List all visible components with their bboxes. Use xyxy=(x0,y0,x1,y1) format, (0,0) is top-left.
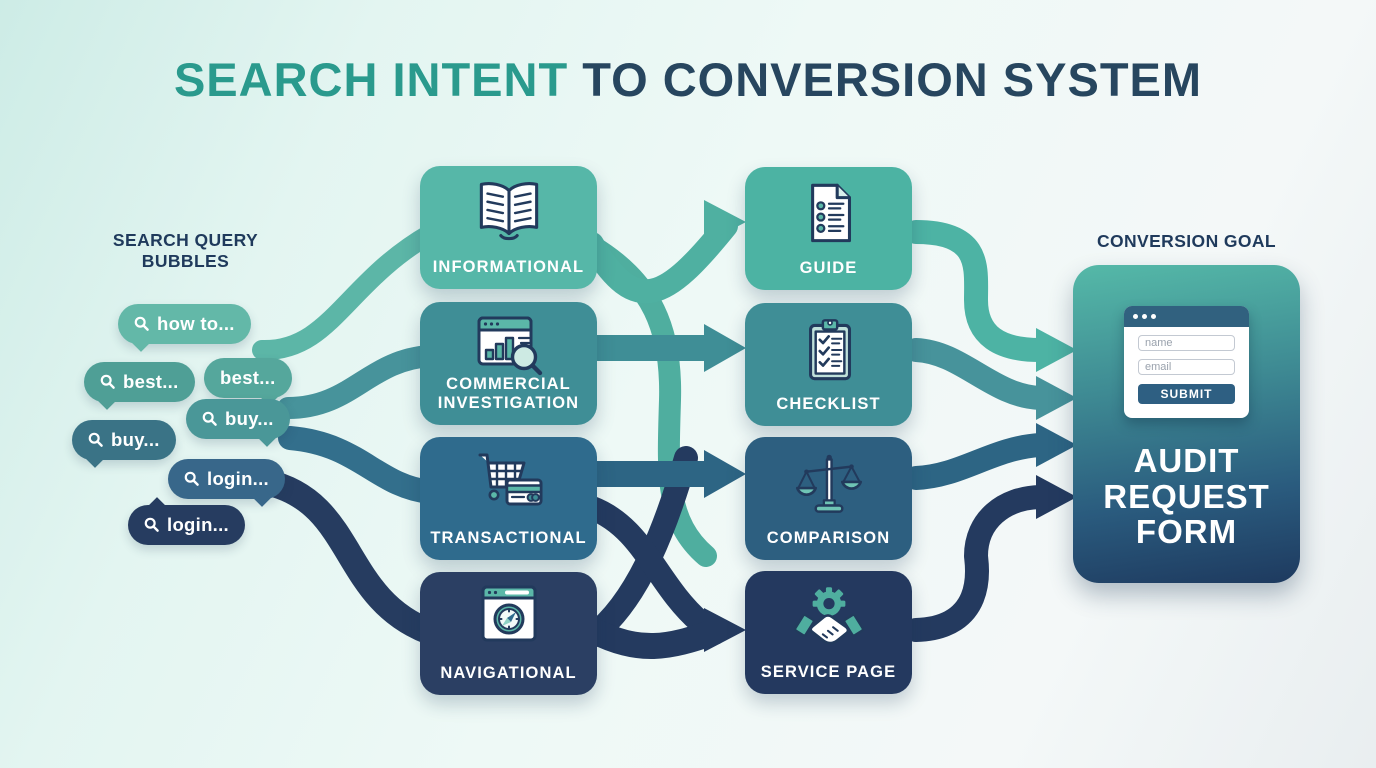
arrowhead-conversion-1 xyxy=(1036,328,1077,372)
flow-navigational-service xyxy=(579,617,727,659)
page-title-accent: SEARCH INTENT xyxy=(173,53,569,106)
search-icon xyxy=(134,316,149,331)
flow-service-conversion xyxy=(904,485,1052,642)
flow-cross-navy-down xyxy=(580,496,712,634)
query-bubble-best-right: best... xyxy=(204,358,292,406)
query-bubble-buy-right: buy... xyxy=(186,399,290,447)
content-label: SERVICE PAGE xyxy=(760,663,897,682)
form-window-mockup: SUBMIT xyxy=(1124,306,1249,418)
chart-magnifier-icon xyxy=(420,312,597,382)
audit-request-form-title: AUDIT REQUEST FORM xyxy=(1103,442,1270,551)
flow-bubbles-commercial xyxy=(277,345,441,419)
open-book-icon xyxy=(420,176,597,248)
query-bubble-login-bottom: login... xyxy=(128,497,246,545)
scales-icon xyxy=(745,447,912,521)
form-window-titlebar xyxy=(1124,306,1249,327)
clipboard-check-icon xyxy=(745,313,912,387)
flow-bubbles-transactional xyxy=(278,426,442,504)
search-query-bubbles-label: SEARCH QUERY BUBBLES xyxy=(112,230,259,271)
bubble-text: best... xyxy=(220,367,276,388)
arrowhead-guide xyxy=(704,200,746,244)
arrowhead-conversion-3 xyxy=(1036,423,1077,467)
window-dot xyxy=(1133,314,1138,319)
window-dot xyxy=(1151,314,1156,319)
flow-guide-conversion xyxy=(904,220,1052,362)
intent-label: COMMERCIAL INVESTIGATION xyxy=(437,375,580,413)
search-icon xyxy=(100,374,115,389)
query-bubble-login-right: login... xyxy=(168,459,286,507)
flow-bubbles-navigational xyxy=(253,469,443,645)
submit-button[interactable]: SUBMIT xyxy=(1138,384,1235,404)
arrowhead-conversion-2 xyxy=(1036,376,1077,420)
bubble-text: login... xyxy=(207,468,270,489)
intent-box-transactional: TRANSACTIONAL xyxy=(420,437,597,560)
content-box-guide: GUIDE xyxy=(745,167,912,290)
search-icon xyxy=(88,432,103,447)
email-field[interactable] xyxy=(1138,359,1235,375)
content-box-checklist: CHECKLIST xyxy=(745,303,912,426)
query-bubble-buy-left: buy... xyxy=(72,420,176,468)
intent-label: NAVIGATIONAL xyxy=(440,664,577,683)
intent-box-navigational: NAVIGATIONAL xyxy=(420,572,597,695)
query-bubble-best-left: best... xyxy=(84,362,195,410)
query-bubble-how-to: how to... xyxy=(118,304,251,352)
compass-browser-icon xyxy=(420,582,597,652)
conversion-goal-card: SUBMIT AUDIT REQUEST FORM xyxy=(1073,265,1300,583)
search-icon xyxy=(144,517,159,532)
arrowhead-conversion-4 xyxy=(1036,475,1077,519)
arrowhead-comparison xyxy=(704,450,746,498)
content-box-comparison: COMPARISON xyxy=(745,437,912,560)
bubble-text: how to... xyxy=(157,313,235,334)
arrowhead-service xyxy=(704,608,746,652)
bubble-text: buy... xyxy=(225,408,274,429)
content-box-service-page: SERVICE PAGE xyxy=(745,571,912,694)
window-dot xyxy=(1142,314,1147,319)
bubble-text: buy... xyxy=(111,429,160,450)
content-label: COMPARISON xyxy=(766,529,891,548)
content-label: GUIDE xyxy=(799,259,858,278)
page-title: SEARCH INTENT TO CONVERSION SYSTEM xyxy=(0,52,1376,107)
search-icon xyxy=(184,471,199,486)
content-label: CHECKLIST xyxy=(776,395,881,414)
handshake-gear-icon xyxy=(745,581,912,655)
flow-informational-guide xyxy=(580,214,738,304)
bubble-text: login... xyxy=(167,514,230,535)
flow-bubbles-informational xyxy=(252,224,440,361)
bubble-text: best... xyxy=(123,371,179,392)
flow-comparison-conversion xyxy=(904,433,1052,490)
conversion-goal-label: CONVERSION GOAL xyxy=(1096,231,1277,251)
intent-label: INFORMATIONAL xyxy=(432,258,585,277)
cart-card-icon xyxy=(420,447,597,515)
document-list-icon xyxy=(745,177,912,251)
page-title-rest: TO CONVERSION SYSTEM xyxy=(568,53,1203,106)
intent-box-commercial-investigation: COMMERCIAL INVESTIGATION xyxy=(420,302,597,425)
search-icon xyxy=(202,411,217,426)
intent-label: TRANSACTIONAL xyxy=(430,529,587,548)
arrowhead-checklist xyxy=(704,324,746,372)
flow-checklist-conversion xyxy=(904,338,1052,410)
intent-box-informational: INFORMATIONAL xyxy=(420,166,597,289)
name-field[interactable] xyxy=(1138,335,1235,351)
